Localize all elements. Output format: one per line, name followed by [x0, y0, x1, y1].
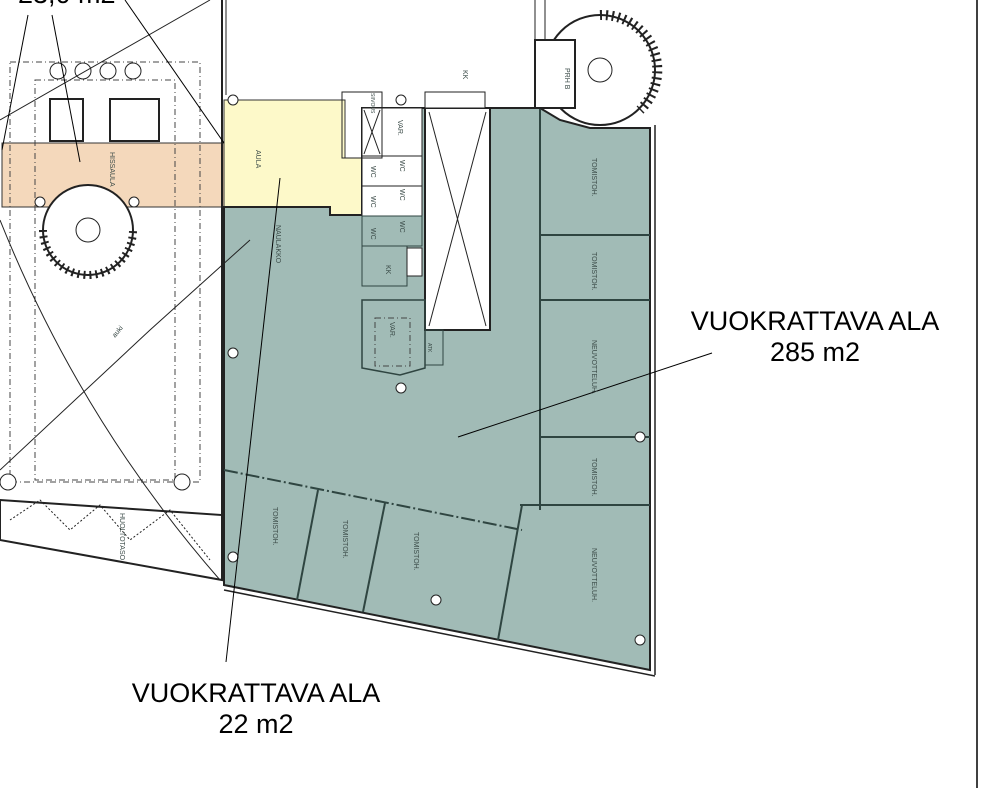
label-hissaula: HISSAULA	[108, 152, 115, 187]
label-office: TOMISTOH.	[271, 507, 278, 546]
lobby-area	[223, 99, 363, 216]
label-prh-b: PRH B	[563, 68, 570, 90]
lobby-area-title: VUOKRATTAVA ALA	[132, 678, 381, 708]
label-wc: WC	[369, 166, 376, 178]
label-wc: WC	[398, 189, 405, 201]
label-wc: WC	[369, 196, 376, 208]
leader-line-22	[225, 177, 281, 663]
spiral-stair-right	[534, 9, 663, 126]
label-aula: AULA	[254, 150, 261, 169]
label-kk: KK	[461, 70, 468, 80]
light-fixtures	[0, 62, 191, 491]
label-siivous: SIIVOUS	[369, 93, 375, 114]
label-office: TOMISTOH.	[590, 252, 597, 291]
leader-line-285	[457, 352, 713, 438]
columns	[34, 94, 646, 646]
label-naulakko: NAULAKKO	[274, 225, 281, 264]
label-office: TOMISTOH.	[412, 532, 419, 571]
label-wc: WC	[369, 228, 376, 240]
lobby-area-value: 22 m2	[218, 709, 293, 739]
label-var: VAR.	[396, 120, 403, 136]
main-area-title: VUOKRATTAVA ALA	[691, 306, 940, 336]
label-auki: auki	[111, 325, 125, 340]
spiral-stair-left	[39, 184, 137, 279]
label-huoltotaso: HUOLTOTASO	[118, 513, 125, 561]
label-atk: ATK	[426, 343, 432, 353]
top-area-value: 23,0 m2	[18, 0, 116, 9]
label-wc: WC	[398, 221, 405, 233]
label-wc: WC	[398, 160, 405, 172]
label-office: TOMISTOH.	[590, 458, 597, 497]
label-office: TOMISTOH.	[341, 520, 348, 559]
label-office: TOMISTOH.	[590, 158, 597, 197]
label-kk: KK	[384, 265, 391, 275]
main-area-value: 285 m2	[770, 337, 860, 367]
label-var: VAR.	[388, 322, 395, 338]
label-meeting-room: NEUVOTTELUH.	[590, 548, 597, 602]
label-meeting-room: NEUVOTTELUH.	[590, 340, 597, 394]
rentable-area	[223, 107, 651, 672]
